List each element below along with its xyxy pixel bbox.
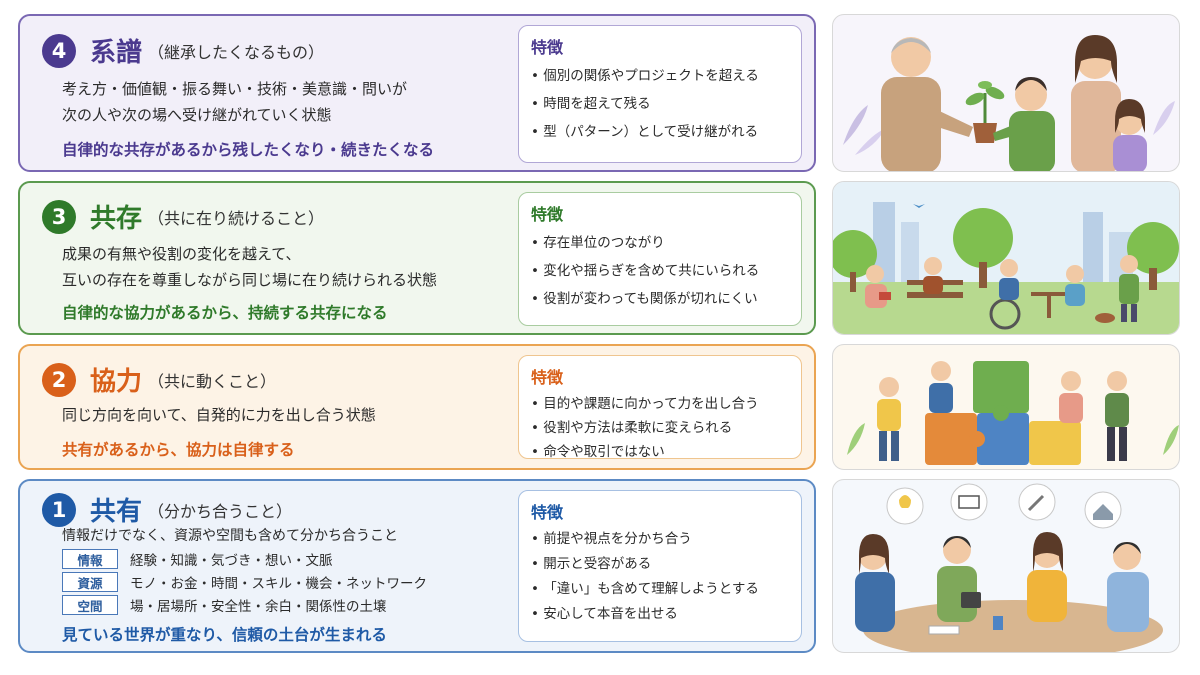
tag-row-information: 情報 経験・知識・気づき・想い・文脈	[62, 549, 333, 569]
level-1-panel: 1 共有 （分かち合うこと） 情報だけでなく、資源や空間も含めて分かち合うこと …	[18, 479, 816, 653]
feature-item: 「違い」も含めて理解しようとする	[531, 577, 789, 602]
level-4-title: 系譜	[90, 38, 143, 68]
level-3-title: 共存	[90, 204, 143, 234]
tag-label: 資源	[62, 572, 118, 592]
level-3-description-line: 互いの存在を尊重しながら同じ場に在り続けられる状態	[62, 271, 438, 289]
feature-item: 存在単位のつながり	[531, 229, 789, 257]
feature-item: 開示と受容がある	[531, 552, 789, 577]
feature-item: 時間を超えて残る	[531, 90, 789, 118]
elder-passing-plant-icon	[832, 14, 1180, 172]
level-3-features-heading: 特徴	[531, 205, 564, 224]
feature-item: 個別の関係やプロジェクトを超える	[531, 62, 789, 90]
level-3-features-box: 特徴 存在単位のつながり 変化や揺らぎを含めて共にいられる 役割が変わっても関係…	[518, 192, 802, 326]
level-4-description-line: 考え方・価値観・振る舞い・技術・美意識・問いが	[62, 80, 408, 98]
level-4-description-line: 次の人や次の場へ受け継がれていく状態	[62, 106, 332, 124]
level-4-description: 考え方・価値観・振る舞い・技術・美意識・問いが 次の人や次の場へ受け継がれていく…	[62, 76, 407, 128]
level-2-subtitle: （共に動くこと）	[148, 371, 277, 391]
level-1-title: 共有	[90, 497, 143, 527]
level-1-conclusion: 見ている世界が重なり、信頼の土台が生まれる	[62, 626, 387, 644]
feature-item: 前提や視点を分かち合う	[531, 527, 789, 552]
sharing-discussion-icon	[832, 479, 1180, 653]
level-1-description: 情報だけでなく、資源や空間も含めて分かち合うこと	[62, 523, 398, 549]
tag-row-resources: 資源 モノ・お金・時間・スキル・機会・ネットワーク	[62, 572, 427, 592]
feature-item: 型（パターン）として受け継がれる	[531, 118, 789, 146]
level-4-features-box: 特徴 個別の関係やプロジェクトを超える 時間を超えて残る 型（パターン）として受…	[518, 25, 802, 163]
feature-item: 変化や揺らぎを含めて共にいられる	[531, 257, 789, 285]
tag-text: 経験・知識・気づき・想い・文脈	[130, 553, 333, 569]
level-4-conclusion: 自律的な共存があるから残したくなり・続きたくなる	[62, 141, 435, 159]
level-4-panel: 4 系譜 （継承したくなるもの） 考え方・価値観・振る舞い・技術・美意識・問いが…	[18, 14, 816, 172]
level-3-subtitle: （共に在り続けること）	[148, 208, 325, 228]
level-2-description-line: 同じ方向を向いて、自発的に力を出し合う状態	[62, 406, 376, 424]
tag-text: モノ・お金・時間・スキル・機会・ネットワーク	[130, 576, 427, 592]
level-2-panel: 2 協力 （共に動くこと） 同じ方向を向いて、自発的に力を出し合う状態 共有があ…	[18, 344, 816, 470]
level-3-header: 3 共存 （共に在り続けること）	[42, 198, 324, 235]
feature-item: 目的や課題に向かって力を出し合う	[531, 392, 789, 416]
tag-text: 場・居場所・安全性・余白・関係性の土壌	[130, 599, 387, 615]
level-4-header: 4 系譜 （継承したくなるもの）	[42, 32, 324, 69]
level-2-features-heading: 特徴	[531, 368, 564, 387]
park-community-icon	[832, 181, 1180, 335]
level-4-number: 4	[42, 33, 76, 68]
level-1-features-box: 特徴 前提や視点を分かち合う 開示と受容がある 「違い」も含めて理解しようとする…	[518, 490, 802, 642]
level-4-features-heading: 特徴	[531, 38, 564, 57]
level-1-number: 1	[42, 492, 76, 527]
feature-item: 命令や取引ではない	[531, 440, 789, 464]
level-2-description: 同じ方向を向いて、自発的に力を出し合う状態	[62, 402, 376, 428]
level-1-features-heading: 特徴	[531, 503, 564, 522]
puzzle-building-icon	[832, 344, 1180, 470]
level-4-subtitle: （継承したくなるもの）	[148, 42, 325, 62]
level-3-description-line: 成果の有無や役割の変化を越えて、	[62, 245, 301, 263]
tag-label: 情報	[62, 549, 118, 569]
level-1-description-line: 情報だけでなく、資源や空間も含めて分かち合うこと	[62, 528, 398, 544]
tag-row-space: 空間 場・居場所・安全性・余白・関係性の土壌	[62, 595, 387, 615]
level-2-title: 協力	[90, 367, 143, 397]
feature-item: 役割が変わっても関係が切れにくい	[531, 285, 789, 313]
level-2-header: 2 協力 （共に動くこと）	[42, 361, 276, 398]
level-2-number: 2	[42, 362, 76, 397]
level-3-number: 3	[42, 199, 76, 234]
level-3-panel: 3 共存 （共に在り続けること） 成果の有無や役割の変化を越えて、 互いの存在を…	[18, 181, 816, 335]
level-2-conclusion: 共有があるから、協力は自律する	[62, 441, 295, 459]
feature-item: 役割や方法は柔軟に変えられる	[531, 416, 789, 440]
tag-label: 空間	[62, 595, 118, 615]
level-3-description: 成果の有無や役割の変化を越えて、 互いの存在を尊重しながら同じ場に在り続けられる…	[62, 241, 437, 293]
level-3-conclusion: 自律的な協力があるから、持続する共存になる	[62, 304, 388, 322]
level-1-subtitle: （分かち合うこと）	[148, 501, 293, 521]
level-1-header: 1 共有 （分かち合うこと）	[42, 491, 292, 528]
feature-item: 安心して本音を出せる	[531, 602, 789, 627]
level-2-features-box: 特徴 目的や課題に向かって力を出し合う 役割や方法は柔軟に変えられる 命令や取引…	[518, 355, 802, 460]
